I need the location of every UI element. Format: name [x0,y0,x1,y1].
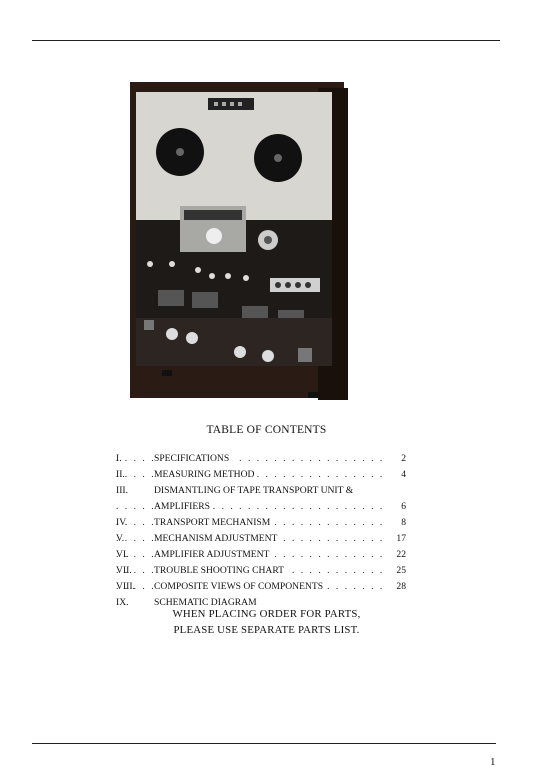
toc-item-number: VI. [116,549,129,560]
top-rule [32,40,500,41]
bottom-rule [32,743,496,744]
tape-deck-photo [128,80,350,400]
page-number: 1 [490,756,496,768]
toc-item-page: 6 [401,501,406,512]
notice-line-1: WHEN PLACING ORDER FOR PARTS, [172,608,361,620]
toc-item-page: 2 [401,453,406,464]
toc-leader: . . . . . . . . . . . . . . . . . . . . … [116,453,384,464]
toc-item[interactable]: I. . . . . . . . . . . . . . . . . . . .… [116,451,406,467]
toc-heading: TABLE OF CONTENTS [206,424,327,436]
toc-item-number: V. [116,533,125,544]
vu-meter-2 [192,292,218,308]
table-of-contents: I. . . . . . . . . . . . . . . . . . . .… [116,451,406,611]
vu-meter-1 [158,290,184,306]
toc-item-number: III. [116,485,128,496]
toc-item-page: 4 [401,469,406,480]
toc-item[interactable]: III. DISMANTLING OF TAPE TRANSPORT UNIT … [116,483,406,499]
toc-item-page: 17 [396,533,406,544]
toc-item[interactable]: VI. . . . . . . . . . . . . . . . . . . … [116,547,406,563]
toc-item-number: II. [116,469,125,480]
toc-item-number: I. [116,453,122,464]
toc-item-title: TRANSPORT MECHANISM [154,515,274,531]
toc-item-title: AMPLIFIER ADJUSTMENT [154,547,273,563]
toc-item-title: AMPLIFIERS [154,499,213,515]
toc-item[interactable]: IV. . . . . . . . . . . . . . . . . . . … [116,515,406,531]
toc-item[interactable]: . . . . . . . . . . . . . . . . . . . . … [116,499,406,515]
toc-item[interactable]: VII. . . . . . . . . . . . . . . . . . .… [116,563,406,579]
toc-item-title: MEASURING METHOD [154,467,258,483]
toc-item-title: COMPOSITE VIEWS OF COMPONENTS [154,579,327,595]
toc-item-title: TROUBLE SHOOTING CHART [154,563,288,579]
toc-item-page: 25 [396,565,406,576]
toc-item-number: IV. [116,517,128,528]
toc-item-title: MECHANISM ADJUSTMENT [154,531,281,547]
toc-item-number: VII. [116,565,132,576]
toc-item[interactable]: II. . . . . . . . . . . . . . . . . . . … [116,467,406,483]
toc-item-title: SCHEMATIC DIAGRAM [154,597,257,608]
notice-line-2: PLEASE USE SEPARATE PARTS LIST. [173,624,360,636]
toc-leader: . . . . . . . . . . . . . . . . . . . . … [116,501,384,512]
toc-item[interactable]: IX. SCHEMATIC DIAGRAM [116,595,406,611]
toc-item[interactable]: V. . . . . . . . . . . . . . . . . . . .… [116,531,406,547]
toc-item-page: 22 [396,549,406,560]
toc-item-title: DISMANTLING OF TAPE TRANSPORT UNIT & [154,485,354,496]
toc-item-page: 28 [396,581,406,592]
toc-item-number: VIII. [116,581,135,592]
toc-item-title: SPECIFICATIONS [154,451,233,467]
toc-item[interactable]: VIII. . . . . . . . . . . . . . . . . . … [116,579,406,595]
tape-deck-illustration [130,82,348,400]
toc-item-page: 8 [401,517,406,528]
parts-order-notice: WHEN PLACING ORDER FOR PARTS, PLEASE USE… [0,606,533,638]
toc-item-number: IX. [116,597,129,608]
